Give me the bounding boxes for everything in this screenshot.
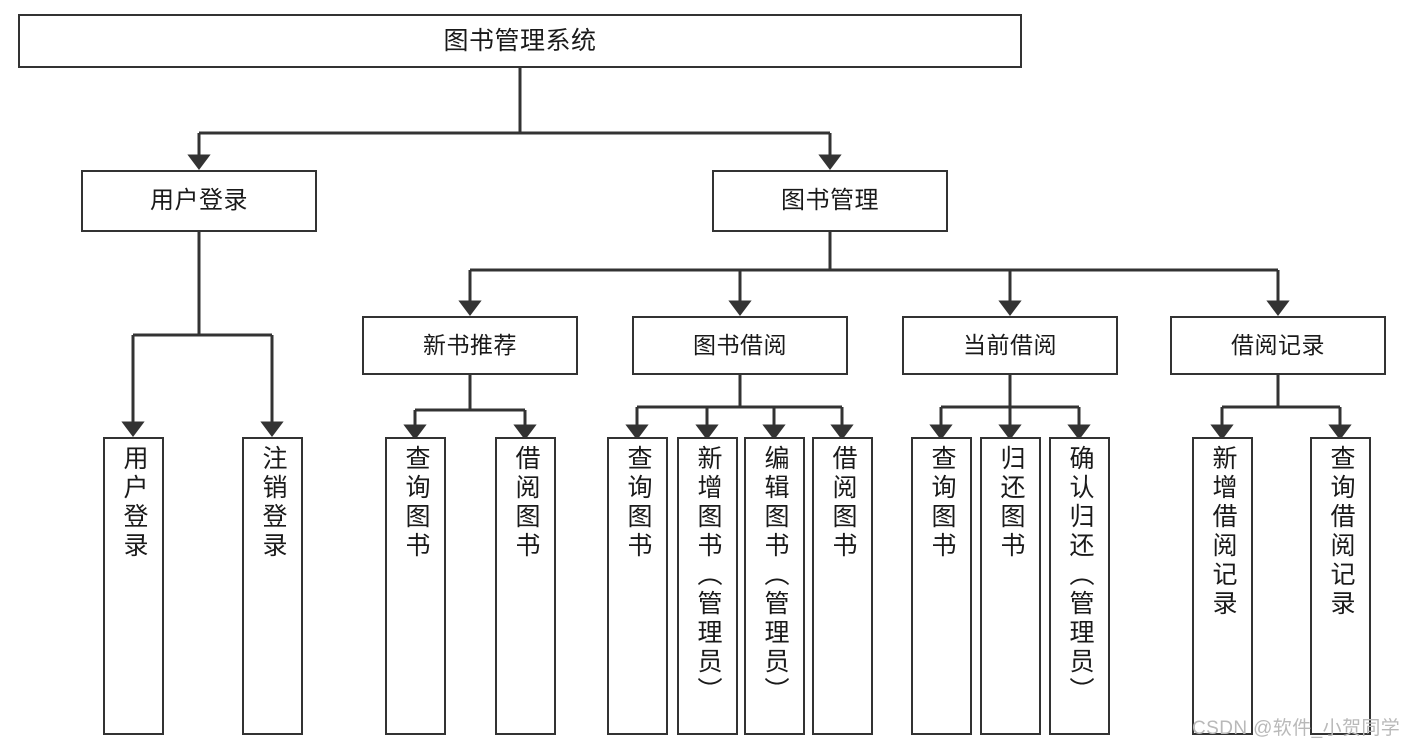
node-root-library-management-system[interactable]: 图书管理系统 bbox=[18, 14, 1022, 68]
leaf-new-book-borrow-book[interactable]: 借阅图书 bbox=[495, 437, 556, 735]
leaf-book-borrow-edit-book-admin[interactable]: 编辑图书（管理员） bbox=[744, 437, 805, 735]
connector-root-to-level2 bbox=[187, 68, 842, 170]
leaf-label: 编辑图书（管理员） bbox=[761, 445, 789, 706]
leaf-label: 查询图书 bbox=[624, 445, 652, 561]
node-current-borrow-label: 当前借阅 bbox=[963, 331, 1057, 358]
leaf-label: 归还图书 bbox=[997, 445, 1025, 561]
leaf-current-borrow-confirm-return-admin[interactable]: 确认归还（管理员） bbox=[1049, 437, 1110, 735]
connector-current-borrow-to-leaves bbox=[929, 375, 1091, 440]
node-book-management[interactable]: 图书管理 bbox=[712, 170, 948, 232]
node-current-borrow[interactable]: 当前借阅 bbox=[902, 316, 1118, 375]
node-book-borrow-label: 图书借阅 bbox=[693, 331, 787, 358]
leaf-label: 确认归还（管理员） bbox=[1066, 445, 1094, 706]
connector-borrow-record-to-leaves bbox=[1210, 375, 1352, 440]
connector-user-login-to-leaves bbox=[121, 232, 284, 437]
node-user-login[interactable]: 用户登录 bbox=[81, 170, 317, 232]
leaf-new-book-query-book[interactable]: 查询图书 bbox=[385, 437, 446, 735]
connector-new-book-to-leaves bbox=[403, 375, 537, 440]
leaf-label: 借阅图书 bbox=[512, 445, 540, 561]
leaf-book-borrow-query-book[interactable]: 查询图书 bbox=[607, 437, 668, 735]
node-new-book-recommend-label: 新书推荐 bbox=[423, 331, 517, 358]
connector-book-mgmt-to-level3 bbox=[458, 232, 1290, 316]
leaf-book-borrow-add-book-admin[interactable]: 新增图书（管理员） bbox=[677, 437, 738, 735]
node-borrow-record[interactable]: 借阅记录 bbox=[1170, 316, 1386, 375]
leaf-label: 查询图书 bbox=[928, 445, 956, 561]
leaf-borrow-record-query-record[interactable]: 查询借阅记录 bbox=[1310, 437, 1371, 735]
node-borrow-record-label: 借阅记录 bbox=[1231, 331, 1325, 358]
node-book-management-label: 图书管理 bbox=[781, 186, 879, 214]
leaf-label: 借阅图书 bbox=[829, 445, 857, 561]
node-user-login-label: 用户登录 bbox=[150, 186, 248, 214]
leaf-label: 查询图书 bbox=[402, 445, 430, 561]
leaf-borrow-record-add-record[interactable]: 新增借阅记录 bbox=[1192, 437, 1253, 735]
node-root-label: 图书管理系统 bbox=[443, 27, 597, 55]
leaf-current-borrow-query-book[interactable]: 查询图书 bbox=[911, 437, 972, 735]
leaf-label: 新增借阅记录 bbox=[1209, 445, 1237, 619]
leaf-current-borrow-return-book[interactable]: 归还图书 bbox=[980, 437, 1041, 735]
leaf-user-login-login[interactable]: 用户登录 bbox=[103, 437, 164, 735]
connector-book-borrow-to-leaves bbox=[625, 375, 854, 440]
leaf-user-login-logout[interactable]: 注销登录 bbox=[242, 437, 303, 735]
leaf-book-borrow-borrow-book[interactable]: 借阅图书 bbox=[812, 437, 873, 735]
node-new-book-recommend[interactable]: 新书推荐 bbox=[362, 316, 578, 375]
leaf-label: 用户登录 bbox=[120, 445, 148, 561]
leaf-label: 新增图书（管理员） bbox=[694, 445, 722, 706]
node-book-borrow[interactable]: 图书借阅 bbox=[632, 316, 848, 375]
leaf-label: 查询借阅记录 bbox=[1327, 445, 1355, 619]
leaf-label: 注销登录 bbox=[259, 445, 287, 561]
